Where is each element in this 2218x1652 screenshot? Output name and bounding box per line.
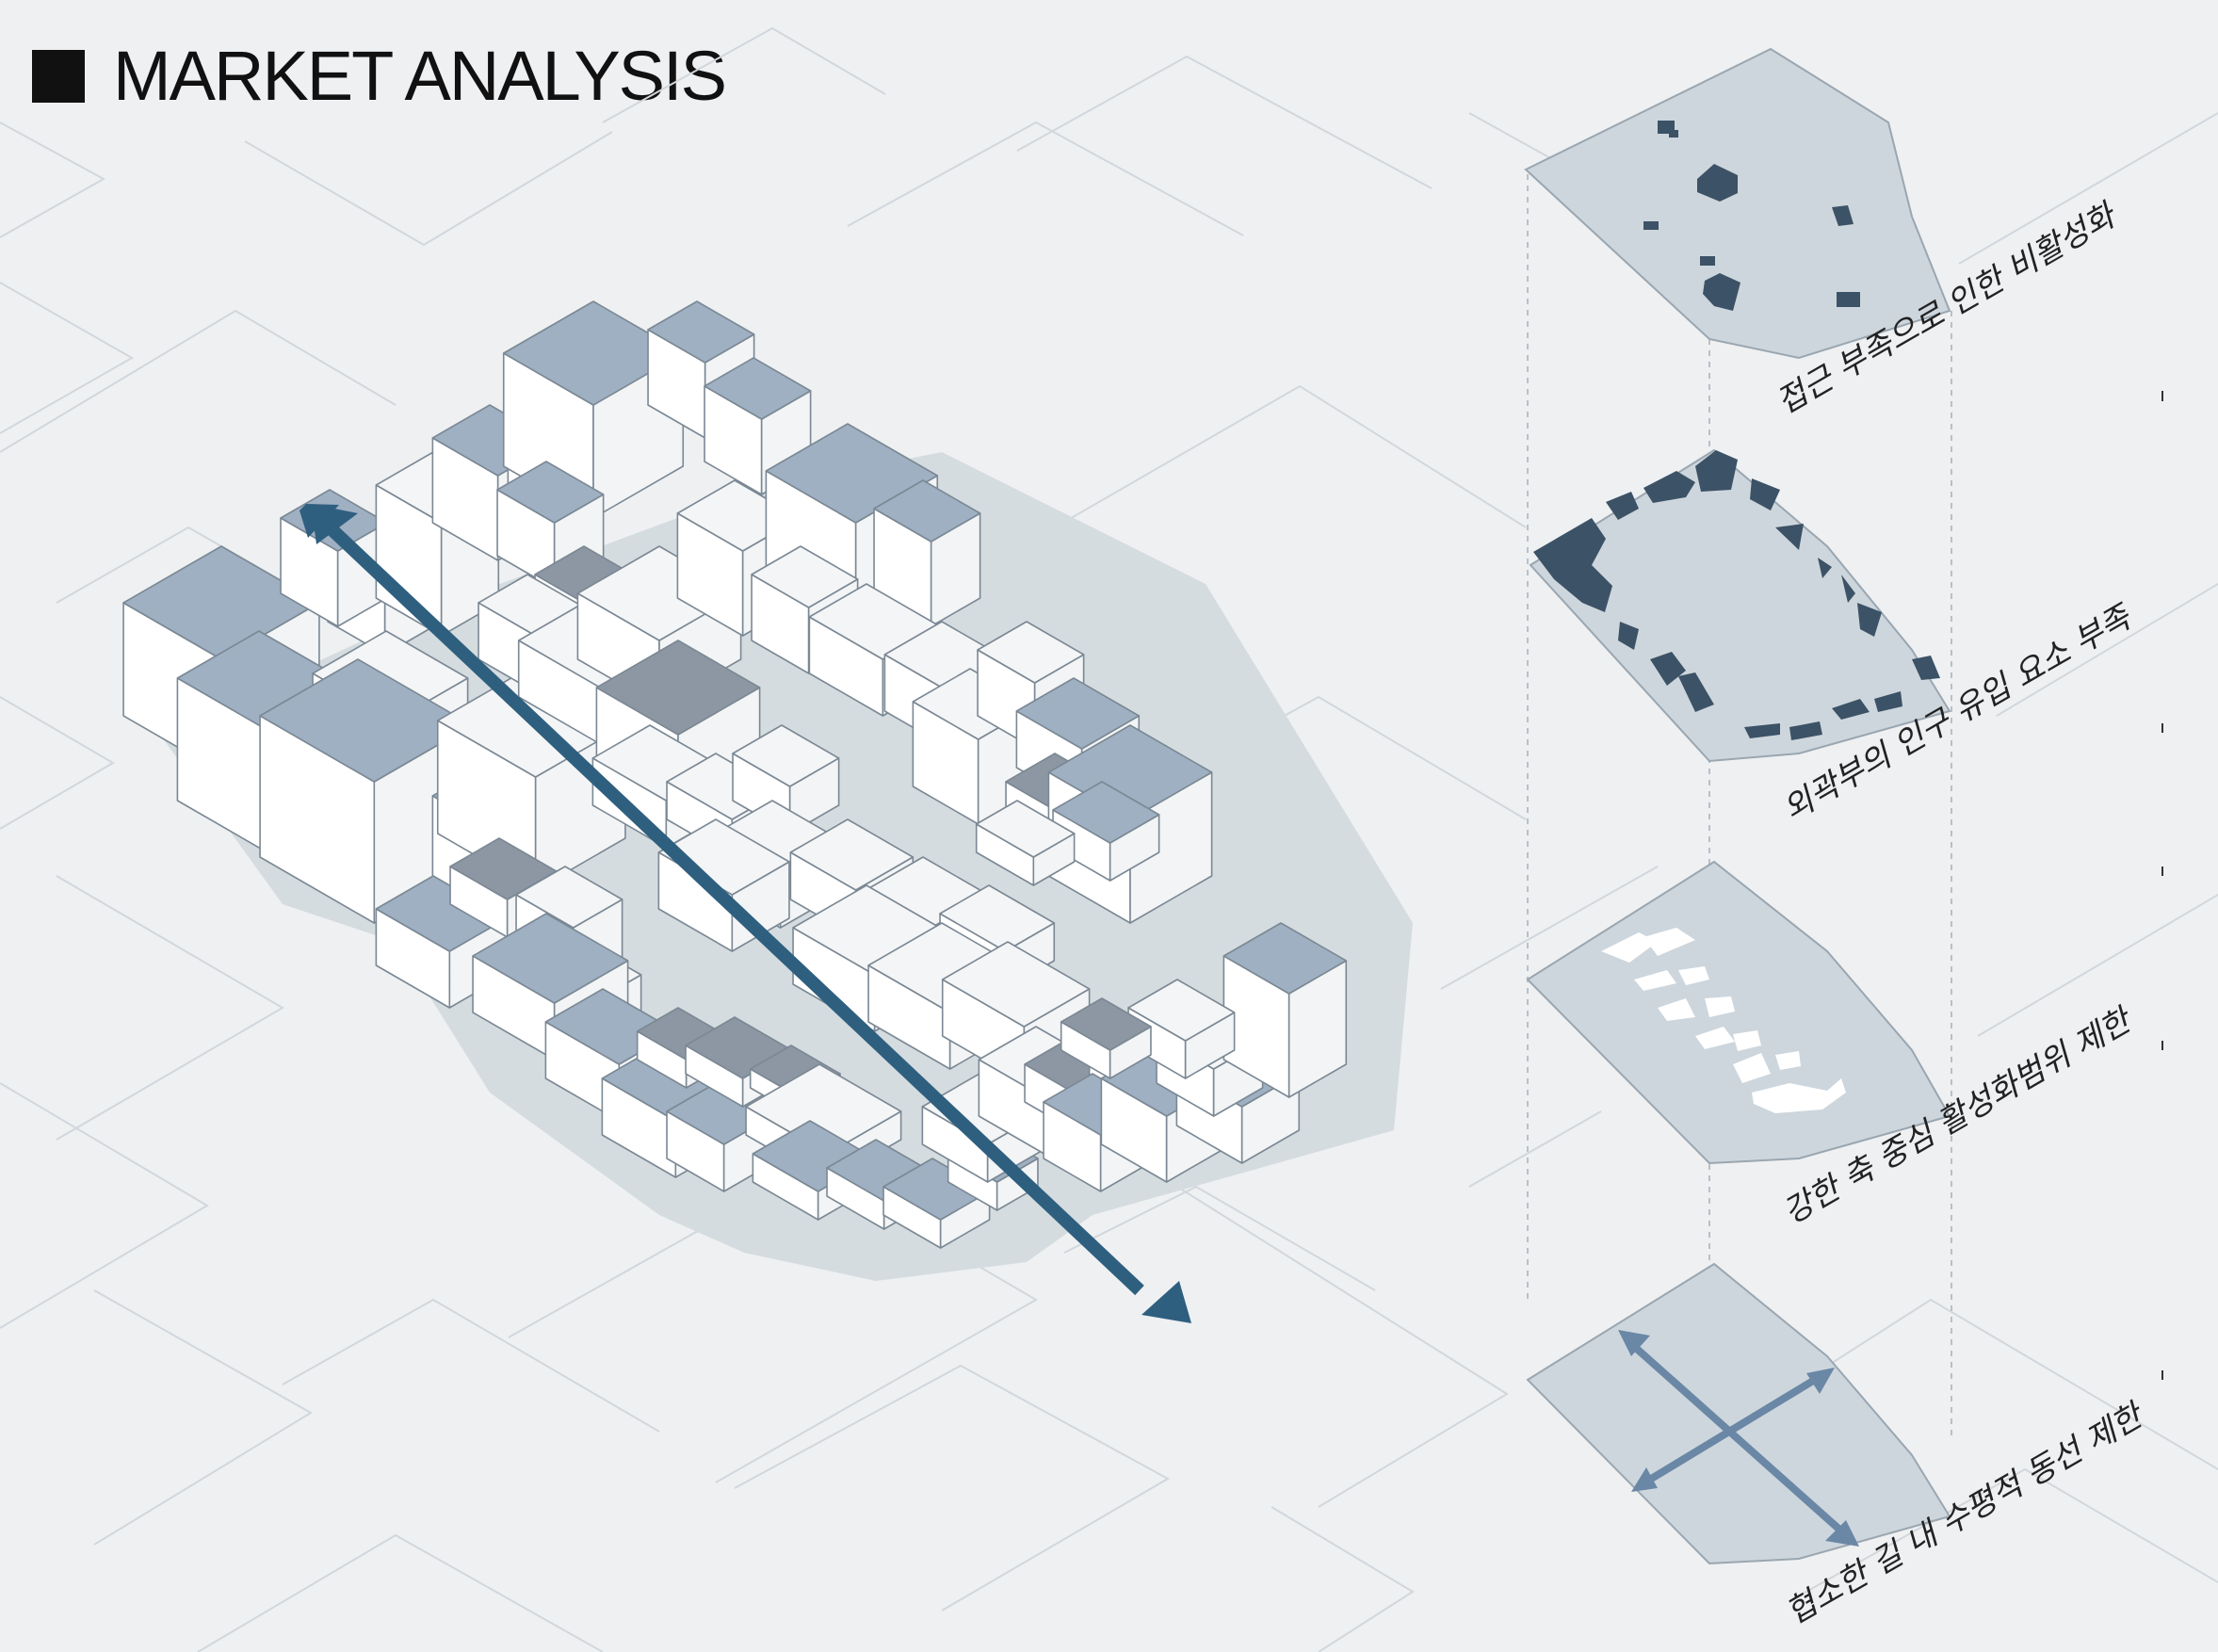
building-roof <box>873 479 981 543</box>
building-roof <box>259 658 474 783</box>
building-massing <box>122 300 1348 1249</box>
building-roof <box>647 300 755 364</box>
building-roof <box>515 866 623 929</box>
layer-plate-1 <box>1524 47 1951 360</box>
building-roof <box>808 583 941 660</box>
title-square-icon <box>32 49 85 103</box>
axis-active-buildings <box>1601 928 1846 1113</box>
building-block <box>882 1158 991 1249</box>
building-roof <box>732 724 840 787</box>
building-roof <box>941 941 1091 1028</box>
layer-plate-2 <box>1529 448 1951 763</box>
building-block <box>1222 922 1348 1098</box>
layer-plate-4 <box>1526 1262 1951 1565</box>
building-roof <box>1060 997 1152 1051</box>
building-roof <box>751 545 859 608</box>
arrow-head-north-icon <box>311 504 358 544</box>
perimeter-buildings <box>1533 450 1940 740</box>
building-roof <box>975 800 1076 858</box>
header: MARKET ANALYSIS <box>32 36 727 116</box>
arrow-head-nw-icon <box>1618 1330 1650 1356</box>
building-roof <box>789 818 915 891</box>
building-roof <box>496 461 605 524</box>
building-block <box>1052 781 1160 882</box>
building-roof <box>595 640 761 736</box>
page-title: MARKET ANALYSIS <box>113 37 727 115</box>
arrow-head-se-icon <box>1825 1520 1859 1547</box>
building-roof <box>1222 922 1348 995</box>
cross-circulation-arrows <box>1618 1330 1859 1547</box>
building-roof <box>657 818 790 896</box>
street-grid <box>0 26 2218 1652</box>
building-roof <box>1127 979 1236 1042</box>
building-roof <box>1015 677 1141 750</box>
building-block <box>873 479 981 627</box>
scattered-buildings <box>1643 121 1860 311</box>
arrow-head-south-icon <box>1141 1281 1191 1323</box>
arrow-head-ne-icon <box>1806 1368 1835 1394</box>
analysis-layers: 접근 부족으로 인한 비활성화 <box>1524 47 2163 1632</box>
building-roof <box>704 357 812 420</box>
building-roof <box>1052 781 1160 844</box>
building-block <box>1060 997 1152 1079</box>
building-roof <box>472 913 629 1004</box>
arrow-head-sw-icon <box>1631 1467 1658 1492</box>
main-axis-arrow <box>300 504 1191 1323</box>
building-roof <box>449 837 558 900</box>
layer-plate-3 <box>1526 860 1951 1165</box>
building-roof <box>977 621 1085 684</box>
building-block <box>975 800 1076 886</box>
